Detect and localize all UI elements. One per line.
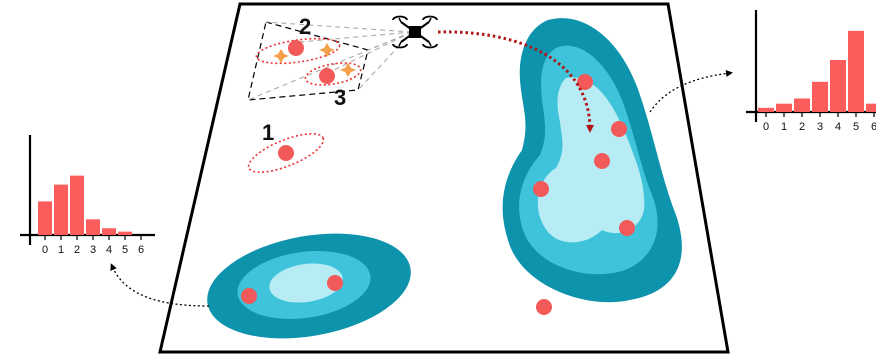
histogram-tick-label: 1 [781, 121, 787, 133]
frustum-ray [329, 31, 413, 73]
frustum-ray [299, 31, 413, 43]
histogram-bar [848, 30, 864, 113]
histogram-bar [776, 103, 792, 112]
histogram-bar [812, 81, 828, 112]
drone-trajectory-arrow [437, 30, 594, 133]
region-right [502, 18, 682, 303]
histogram-tick-label: 5 [853, 121, 859, 133]
sensor-footprint [247, 21, 369, 101]
target-point [319, 68, 335, 84]
histogram-tick-label: 6 [138, 244, 144, 256]
quadcopter-drone-icon [392, 15, 438, 49]
histogram-bar [38, 201, 52, 235]
frustum-ray [247, 31, 413, 101]
histogram-bar [86, 219, 100, 235]
four-point-star-icon [319, 43, 335, 57]
histogram-tick-label: 3 [90, 244, 96, 256]
histogram-bar [794, 98, 810, 112]
target-point [611, 121, 627, 137]
cluster-1-ellipse [247, 132, 325, 174]
histogram-bar [866, 103, 876, 112]
region-lower-left [207, 233, 411, 339]
target-point [327, 275, 343, 291]
histogram-tick-label: 3 [817, 121, 823, 133]
four-point-star-icon [273, 49, 289, 63]
histogram-tick-label: 1 [58, 244, 64, 256]
cluster-2-label: 2 [299, 14, 311, 39]
histogram-bar [830, 60, 846, 112]
four-point-star-icon [340, 63, 356, 77]
connector-arrow-right [649, 70, 733, 113]
cluster-3-label: 3 [334, 85, 346, 110]
histogram-tick-label: 2 [74, 244, 80, 256]
target-point [288, 40, 304, 56]
target-point [241, 288, 257, 304]
histogram-tick-label: 4 [835, 121, 841, 133]
histogram-bar [70, 175, 84, 235]
region-right-inner [537, 77, 645, 243]
target-point [278, 145, 294, 161]
target-points [241, 40, 635, 315]
target-point [533, 181, 549, 197]
frustum-ray [265, 21, 413, 33]
histogram-tick-label: 0 [763, 121, 769, 133]
cluster-1-label: 1 [262, 120, 274, 145]
sensor-frustum [247, 21, 413, 101]
target-point [577, 74, 593, 90]
histogram-tick-label: 5 [122, 244, 128, 256]
histogram-tick-label: 0 [42, 244, 48, 256]
histogram-tick-label: 6 [871, 121, 876, 133]
cluster-3-ellipse [304, 62, 362, 86]
target-point [536, 299, 552, 315]
uav-target-markers [273, 43, 356, 77]
histogram-bar [102, 228, 116, 235]
connector-arrow-left [110, 263, 210, 307]
histogram-tick-label: 2 [799, 121, 805, 133]
histogram-bar [118, 231, 132, 235]
histogram-bar [54, 184, 68, 235]
region-lower-left-inner [269, 263, 343, 303]
target-point [594, 153, 610, 169]
histogram-tick-label: 4 [106, 244, 112, 256]
histogram-bar [758, 107, 774, 112]
target-point [619, 220, 635, 236]
